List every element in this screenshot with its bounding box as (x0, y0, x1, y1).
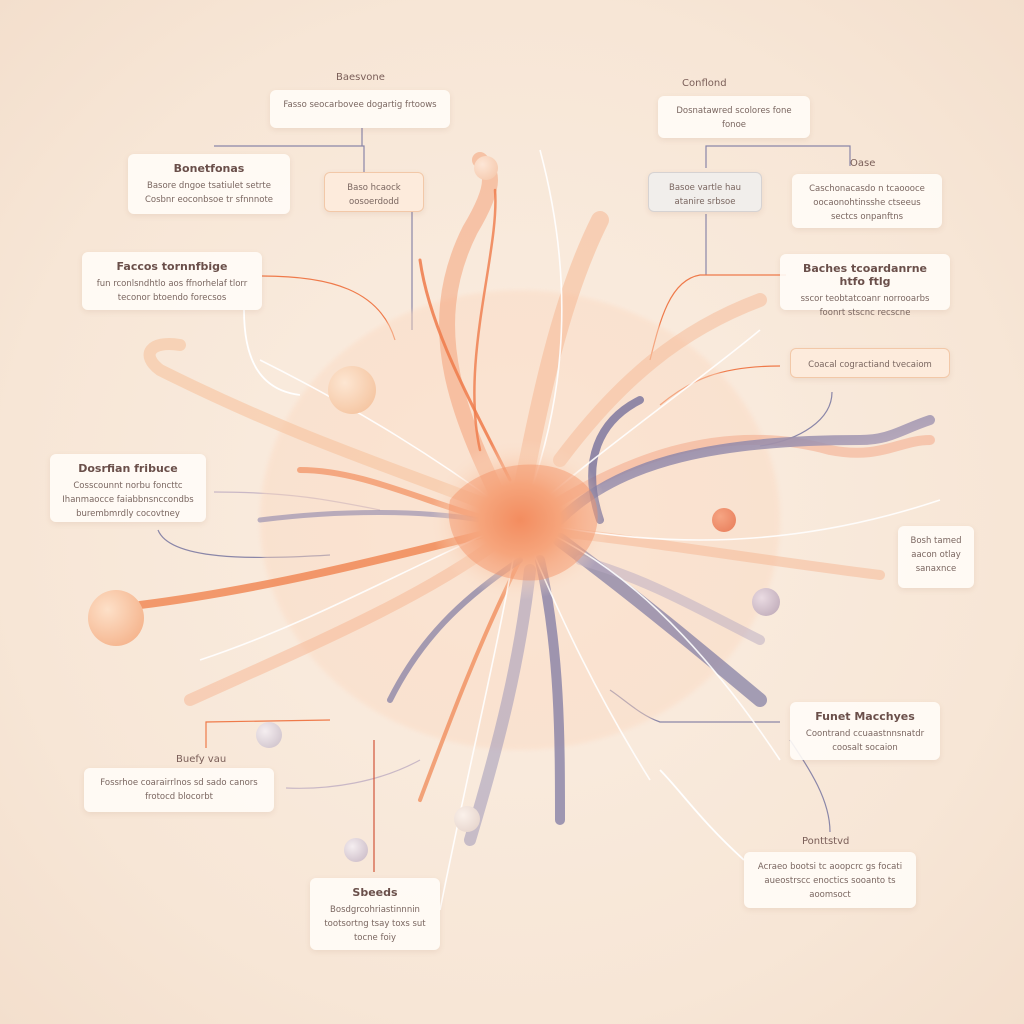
card-bacs: Baso hcaock oosoerdodd (324, 172, 424, 212)
card-body: Dosnatawred scolores fone fonoe (676, 106, 792, 130)
card-sbeeds: Sbeeds Bosdgrcohriastinnnin tootsortng t… (310, 878, 440, 950)
soma (430, 440, 610, 600)
card-body: Bosdgrcohriastinnnin tootsortng tsay tox… (324, 905, 426, 943)
label-bottom-right: Ponttstvd (802, 836, 850, 847)
sphere-grey-bottom (344, 838, 368, 862)
label-right-small: Oase (850, 158, 876, 169)
card-body: Coacal cogractiand tvecaiom (808, 360, 932, 370)
sphere-peach-upper (328, 366, 376, 414)
card-title: Baches tcoardanrne htfo ftlg (802, 262, 928, 288)
card-title: Sbeeds (352, 886, 398, 899)
card-body: Baso hcaock oosoerdodd (347, 183, 401, 207)
card-body: Basoe vartle hau atanire srbsoe (669, 183, 741, 207)
card-body: Fossrhoe coarairrlnos sd sado canors fro… (100, 778, 258, 802)
card-bosh: Bosh tamed aacon otlay sanaxnce (898, 526, 974, 588)
card-body: Caschonacasdo n tcaoooce oocaonohtinsshe… (809, 184, 925, 222)
card-baches: Baches tcoardanrne htfo ftlg sscor teobt… (780, 254, 950, 318)
card-body: Fasso seocarbovee dogartig frtoows (283, 100, 437, 110)
card-basoe-vartle: Basoe vartle hau atanire srbsoe (648, 172, 762, 212)
card-right-desc: Caschonacasdo n tcaoooce oocaonohtinsshe… (792, 174, 942, 228)
card-title: Faccos tornnfbige (116, 260, 228, 273)
sphere-orange-right (712, 508, 736, 532)
card-body: fun rconlsndhtlo aos ffnorhelaf tlorr te… (96, 279, 248, 303)
soma-core (448, 464, 598, 581)
card-faccos: Faccos tornnfbige fun rconlsndhtlo aos f… (82, 252, 262, 310)
card-body: Coontrand ccuaastnnsnatdr coosalt socaio… (805, 729, 925, 753)
card-top-center-left: Fasso seocarbovee dogartig frtoows (270, 90, 450, 128)
card-bonetfonas: Bonetfonas Basore dngoe tsatiulet setrte… (128, 154, 290, 214)
sphere-grey-left (256, 722, 282, 748)
sphere-cream-bottom (454, 806, 480, 832)
card-acraeo: Acraeo bootsi tc aoopcrc gs focati aueos… (744, 852, 916, 908)
card-body: sscor teobtatcoanr norrooarbs foonrt sts… (800, 294, 930, 318)
sphere-peach-top (474, 156, 498, 180)
card-dosrfian: Dosrfian fribuce Cosscounnt norbu fonctt… (50, 454, 206, 522)
card-body: Basore dngoe tsatiulet setrte Cosbnr eoc… (144, 181, 274, 205)
card-title: Funet Macchyes (815, 710, 915, 723)
card-title: Bonetfonas (173, 162, 245, 175)
card-body: Cosscounnt norbu foncttc Ihanmaocce faia… (62, 481, 194, 519)
label-top-left: Baesvone (336, 72, 385, 83)
card-title: Dosrfian fribuce (78, 462, 178, 475)
label-bottom-left: Buefy vau (176, 754, 227, 765)
card-fossrhlt: Fossrhoe coarairrlnos sd sado canors fro… (84, 768, 274, 812)
label-top-right: Conflond (682, 78, 727, 89)
sphere-peach-left (88, 590, 144, 646)
card-coecal: Coacal cogractiand tvecaiom (790, 348, 950, 378)
card-funet-macchyes: Funet Macchyes Coontrand ccuaastnnsnatdr… (790, 702, 940, 760)
card-top-right-a: Dosnatawred scolores fone fonoe (658, 96, 810, 138)
card-body: Acraeo bootsi tc aoopcrc gs focati aueos… (757, 862, 903, 900)
card-body: Bosh tamed aacon otlay sanaxnce (910, 536, 962, 574)
sphere-mauve-right (752, 588, 780, 616)
